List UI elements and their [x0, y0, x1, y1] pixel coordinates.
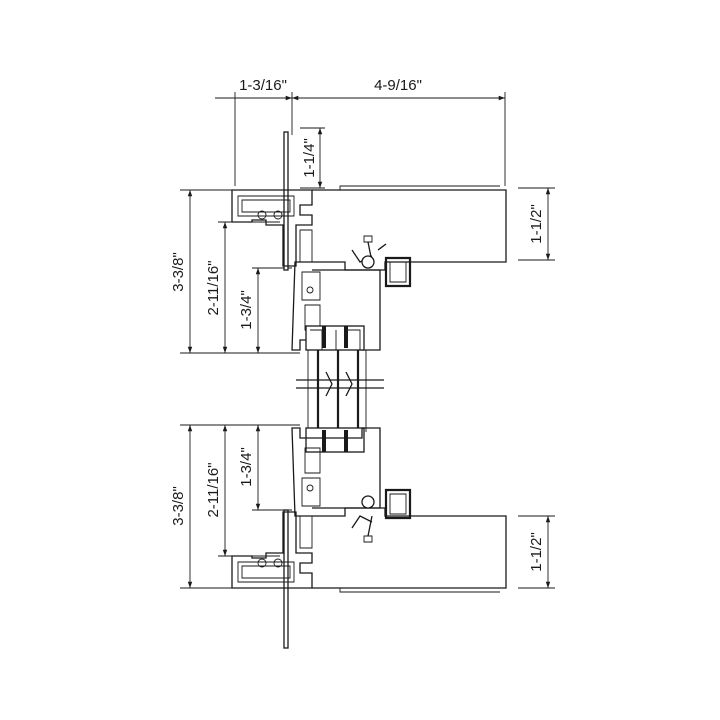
label-top-right-width: 4-9/16" — [374, 77, 422, 94]
dimension-lines — [180, 92, 555, 589]
label-upper-frame-depth: 2-11/16" — [205, 260, 222, 315]
label-top-left-width: 1-3/16" — [239, 77, 287, 94]
label-lower-sash-depth: 1-3/4" — [238, 447, 255, 487]
upper-frame-section — [231, 131, 507, 351]
label-upper-jamb-thickness: 1-1/2" — [528, 204, 545, 244]
label-lower-jamb-thickness: 1-1/2" — [528, 532, 545, 572]
label-lower-frame-depth: 2-11/16" — [205, 462, 222, 517]
label-lower-overall-height: 3-3/8" — [170, 486, 187, 526]
label-upper-overall-height: 3-3/8" — [170, 252, 187, 292]
dimension-labels: 1-3/16" 4-9/16" 1-1/4" 1-1/2" 3-3/8" 2-1… — [170, 77, 545, 572]
label-upper-flange-height: 1-1/4" — [301, 138, 318, 178]
glazing-panels — [296, 325, 384, 453]
label-upper-sash-depth: 1-3/4" — [238, 290, 255, 330]
lower-frame-section — [231, 427, 507, 649]
